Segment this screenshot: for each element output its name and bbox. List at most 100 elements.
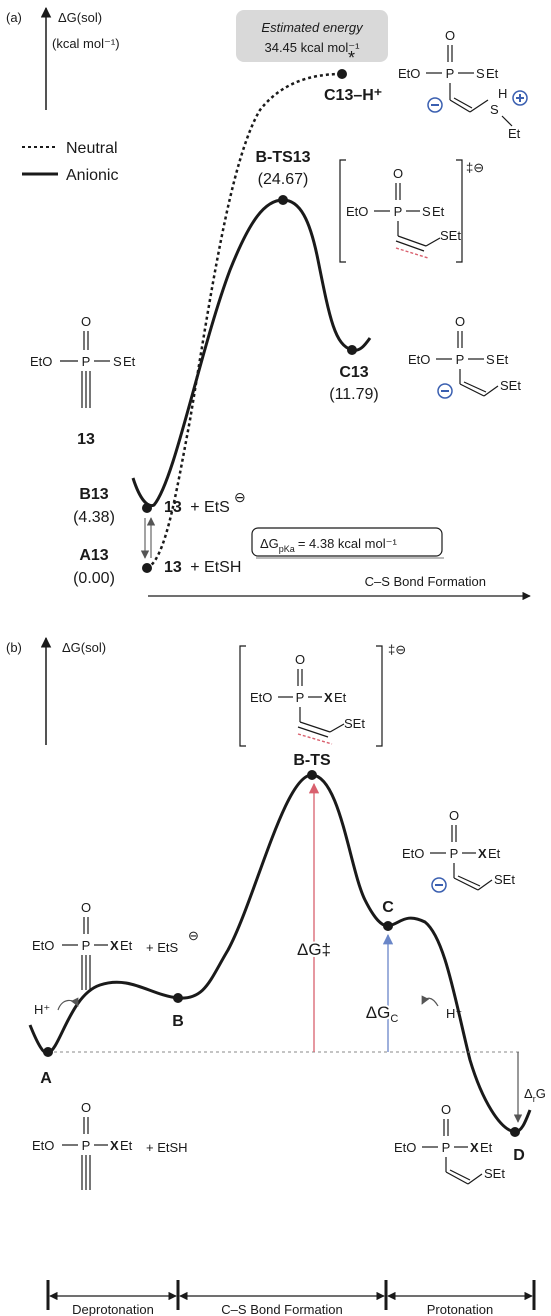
panel-a-x-axis-label: C–S Bond Formation (365, 574, 486, 589)
stage-deprotonation: Deprotonation (72, 1302, 154, 1316)
point-c13 (347, 345, 357, 355)
svg-text:P: P (450, 846, 459, 861)
svg-text:EtO: EtO (398, 66, 420, 81)
point-c-label: C (382, 899, 394, 916)
point-c13h (337, 69, 347, 79)
svg-text:SEt: SEt (440, 228, 461, 243)
point-b (173, 993, 183, 1003)
plus-charge-icon (512, 90, 528, 106)
point-a (43, 1047, 53, 1057)
point-bts13 (278, 195, 288, 205)
svg-text:X: X (478, 846, 487, 861)
bts13-ts-mark: ‡⊖ (466, 160, 484, 175)
bts13-value: (24.67) (258, 171, 309, 188)
stage-bar: Deprotonation C–S Bond Formation Protona… (46, 1280, 536, 1316)
svg-text:EtO: EtO (32, 1138, 54, 1153)
svg-text:EtO: EtO (346, 204, 368, 219)
reaction-curve (28, 773, 532, 1134)
a13-reagent: 13 + EtSH (164, 559, 241, 576)
ets-anion-charge: ⊖ (234, 489, 246, 505)
svg-text:Et: Et (120, 938, 133, 953)
pka-text: ΔGpKa= 4.38 kcal mol⁻¹ (260, 536, 397, 554)
b13-label: B13 (79, 486, 108, 503)
svg-text:SEt: SEt (344, 716, 365, 731)
svg-text:SEt: SEt (484, 1166, 505, 1181)
molecule-c: O EtO P X Et SEt (402, 808, 515, 893)
panel-a-axis-label-2: (kcal mol⁻¹) (52, 36, 120, 51)
svg-text:O: O (449, 808, 459, 823)
svg-text:P: P (82, 1138, 91, 1153)
svg-text:EtO: EtO (30, 354, 52, 369)
svg-text:P: P (446, 66, 455, 81)
svg-text:O: O (441, 1102, 451, 1117)
molecule-a-bottom: O EtO P X Et + EtSH (32, 1100, 188, 1190)
svg-text:Et: Et (496, 352, 509, 367)
svg-text:O: O (393, 166, 403, 181)
svg-text:S: S (486, 352, 495, 367)
svg-text:S: S (422, 204, 431, 219)
point-a-label: A (40, 1070, 52, 1087)
svg-text:P: P (456, 352, 465, 367)
panel-a-tag: (a) (6, 10, 22, 25)
legend-anionic-label: Anionic (66, 167, 118, 184)
svg-text:H: H (498, 86, 507, 101)
svg-text:X: X (110, 1138, 119, 1153)
svg-text:⊖: ⊖ (188, 928, 199, 943)
molecule-13-label: 13 (77, 431, 95, 448)
svg-text:O: O (445, 28, 455, 43)
bts-ts-mark: ‡⊖ (388, 642, 406, 657)
svg-text:EtO: EtO (394, 1140, 416, 1155)
svg-text:Et: Et (508, 126, 521, 141)
svg-text:O: O (455, 314, 465, 329)
svg-text:P: P (442, 1140, 451, 1155)
anionic-curve (131, 198, 372, 508)
svg-text:EtO: EtO (408, 352, 430, 367)
c13-value: (11.79) (329, 386, 379, 403)
c13h-label: C13–H⁺ (324, 87, 382, 104)
dg-c-label: ΔGC (366, 1003, 399, 1025)
svg-text:O: O (81, 1100, 91, 1115)
svg-text:X: X (324, 690, 333, 705)
molecule-13: O EtO P S Et 13 (30, 314, 136, 448)
point-d-label: D (513, 1147, 525, 1164)
svg-text:+ EtS: + EtS (146, 940, 178, 955)
stage-protonation: Protonation (427, 1302, 494, 1316)
panel-b: (b) ΔG(sol) ‡⊖ O EtO P X Et SEt (6, 636, 546, 1316)
point-bts (307, 770, 317, 780)
svg-text:Et: Et (334, 690, 347, 705)
legend-neutral-label: Neutral (66, 140, 118, 157)
minus-charge-icon (427, 97, 443, 113)
panel-a-axis-label-1: ΔG(sol) (58, 10, 102, 25)
molecule-a-top: O EtO P X Et + EtS ⊖ (32, 900, 199, 990)
svg-text:EtO: EtO (402, 846, 424, 861)
svg-text:P: P (82, 938, 91, 953)
svg-text:+ EtSH: + EtSH (146, 1140, 188, 1155)
h-plus-right: H⁺ (446, 1006, 462, 1021)
point-c (383, 921, 393, 931)
point-bts-label: B-TS (293, 752, 331, 769)
minus-charge-icon (437, 383, 453, 399)
estimated-energy-box (236, 10, 388, 62)
svg-text:O: O (81, 900, 91, 915)
svg-text:EtO: EtO (32, 938, 54, 953)
svg-text:S: S (490, 102, 499, 117)
molecule-bts: ‡⊖ O EtO P X Et SEt (239, 642, 406, 747)
svg-text:Et: Et (480, 1140, 493, 1155)
b13-reagent: 13 + EtS (164, 499, 230, 516)
dr-g-label: ΔrG (524, 1086, 546, 1104)
b13-value: (4.38) (73, 509, 115, 526)
svg-text:X: X (470, 1140, 479, 1155)
point-a13 (142, 563, 152, 573)
bts13-label: B-TS13 (255, 149, 310, 166)
svg-text:SEt: SEt (494, 872, 515, 887)
h-plus-left: H⁺ (34, 1002, 50, 1017)
c13h-star: * (348, 48, 355, 68)
point-b13 (142, 503, 152, 513)
molecule-d: O EtO P X Et SEt (394, 1102, 505, 1185)
svg-text:Et: Et (432, 204, 445, 219)
svg-text:P: P (82, 354, 91, 369)
svg-text:X: X (110, 938, 119, 953)
estimated-energy-value: 34.45 kcal mol⁻¹ (264, 40, 360, 55)
svg-text:Et: Et (123, 354, 136, 369)
